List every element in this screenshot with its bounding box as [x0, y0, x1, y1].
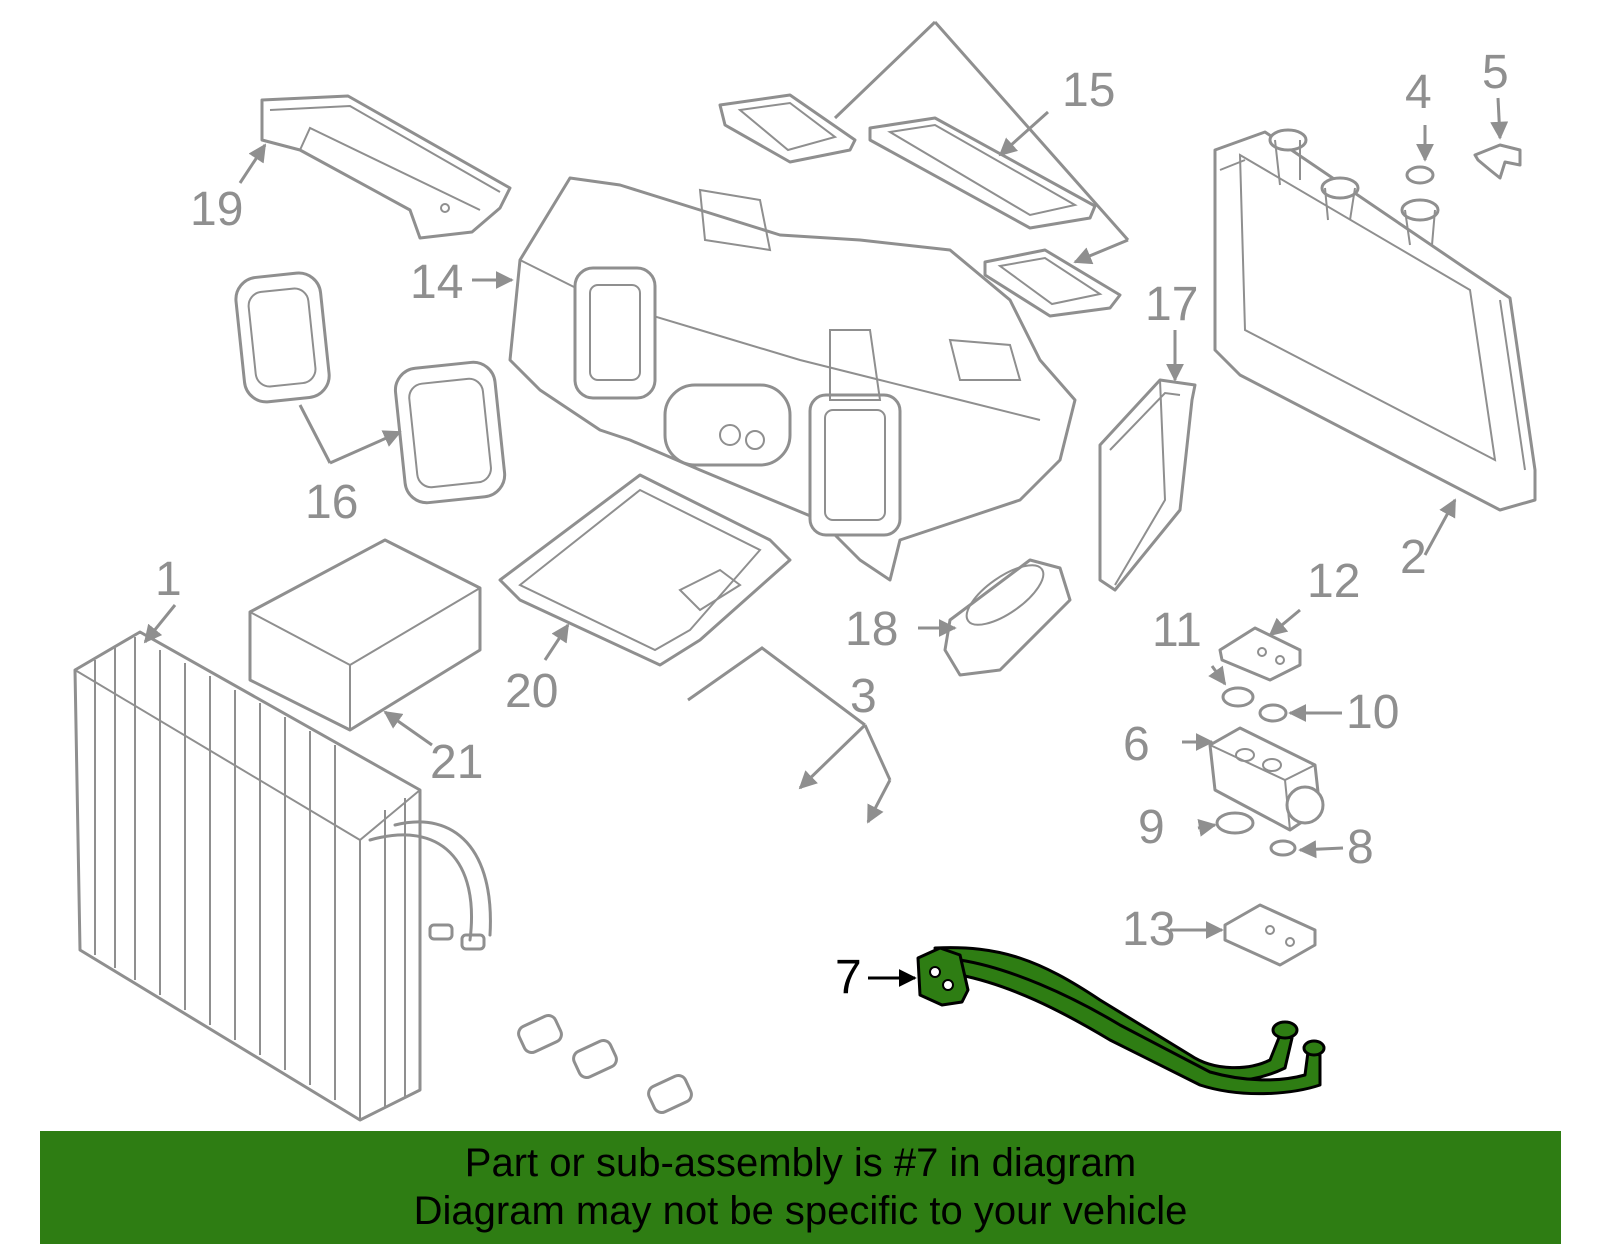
part-4-oring [1405, 165, 1435, 185]
banner-line-1: Part or sub-assembly is #7 in diagram [464, 1141, 1137, 1185]
part-17-panel [1098, 378, 1197, 592]
part-13-bracket [1223, 903, 1317, 967]
part-1-evaporator [73, 630, 492, 1122]
part-10-oring [1258, 703, 1288, 723]
callout-7: 7 [835, 951, 862, 1004]
callout-11: 11 [1152, 604, 1202, 657]
callout-1: 1 [155, 553, 182, 606]
info-banner: Part or sub-assembly is #7 in diagram Di… [40, 1131, 1561, 1244]
part-5-clip [1473, 143, 1522, 180]
part-7-ac-line-highlighted [916, 946, 1326, 1096]
part-2-heater-core [1213, 128, 1537, 512]
callout-10: 10 [1346, 686, 1399, 739]
leader-lines [143, 20, 1509, 987]
part-11-oring [1221, 686, 1255, 708]
callout-2: 2 [1400, 531, 1427, 584]
part-3-hoses [517, 702, 863, 1115]
callout-13: 13 [1122, 903, 1175, 956]
part-14-hvac-housing [508, 176, 1077, 582]
callout-6: 6 [1123, 718, 1150, 771]
part-8-oring [1269, 839, 1297, 857]
callout-5: 5 [1482, 46, 1509, 99]
callout-17: 17 [1145, 278, 1198, 331]
part-6-expansion-valve [1208, 726, 1325, 832]
callout-labels: 1 2 3 4 5 6 7 8 9 10 11 12 13 14 15 16 1… [155, 46, 1509, 1004]
callout-9: 9 [1138, 801, 1165, 854]
callout-8: 8 [1347, 821, 1374, 874]
callout-4: 4 [1405, 66, 1432, 119]
part-18-duct [943, 558, 1072, 677]
banner-line-2: Diagram may not be specific to your vehi… [413, 1189, 1188, 1233]
part-19-duct [260, 94, 512, 240]
part-16-seals [234, 271, 507, 505]
callout-18: 18 [845, 603, 898, 656]
callout-3: 3 [850, 670, 877, 723]
callout-15: 15 [1062, 64, 1115, 117]
callout-21: 21 [430, 736, 483, 789]
callout-20: 20 [505, 665, 558, 718]
callout-12: 12 [1307, 555, 1360, 608]
part-15-seals [718, 93, 1122, 318]
callout-16: 16 [305, 476, 358, 529]
part-20-tray [498, 473, 792, 667]
callout-14: 14 [410, 256, 463, 309]
part-9-oring [1215, 811, 1255, 835]
callout-19: 19 [190, 183, 243, 236]
part-21-block [248, 538, 482, 732]
part-12-bracket [1218, 626, 1302, 682]
